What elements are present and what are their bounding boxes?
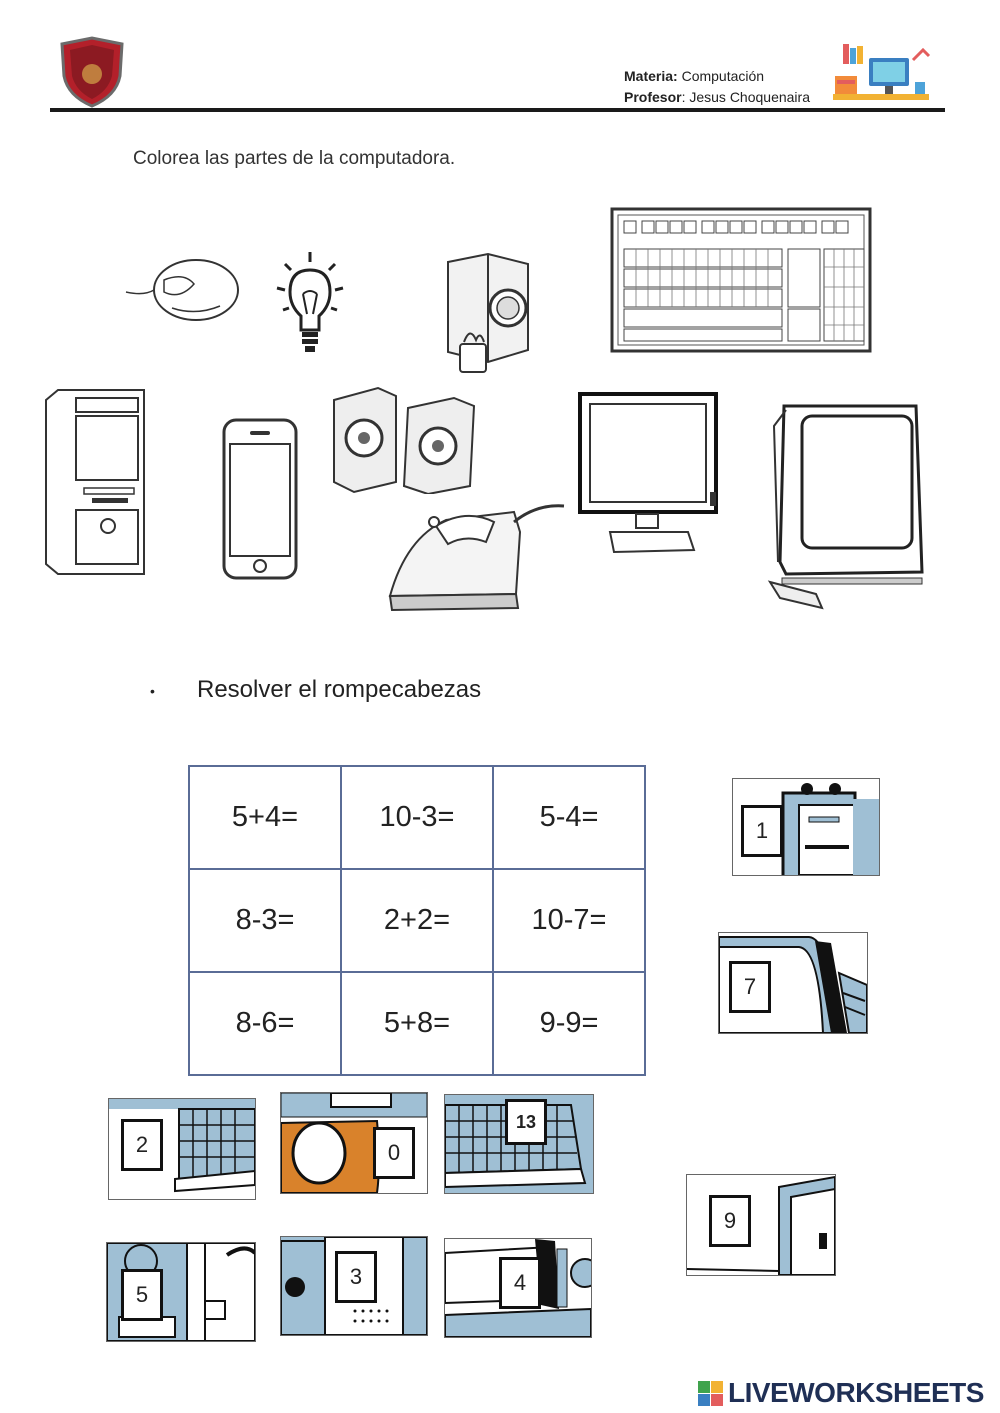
- piece-number: 2: [121, 1119, 163, 1171]
- crt-television-icon: [766, 402, 926, 616]
- header-divider: [50, 108, 945, 112]
- liveworksheets-logo-icon: [698, 1381, 724, 1407]
- computer-tower-icon: [44, 388, 146, 580]
- puzzle-row: 8-3= 2+2= 10-7=: [188, 868, 646, 973]
- subject-label: Materia:: [624, 68, 678, 84]
- piece-number: 4: [499, 1257, 541, 1309]
- speakers-icon: [330, 386, 478, 494]
- puzzle-grid: 5+4= 10-3= 5-4= 8-3= 2+2= 10-7= 8-6= 5+8…: [188, 765, 646, 1076]
- puzzle-cell[interactable]: 10-7=: [492, 868, 646, 973]
- piece-number: 13: [505, 1099, 547, 1145]
- piece-number: 7: [729, 961, 771, 1013]
- puzzle-piece-13[interactable]: 13: [444, 1094, 594, 1194]
- keyboard-icon: [610, 207, 872, 353]
- mouse-icon: [124, 252, 242, 326]
- puzzle-piece-3[interactable]: 3: [280, 1236, 428, 1336]
- piece-number: 1: [741, 805, 783, 857]
- piece-number: 5: [121, 1269, 163, 1321]
- puzzle-cell[interactable]: 5+4=: [188, 765, 342, 870]
- smartphone-icon: [222, 418, 298, 580]
- puzzle-row: 5+4= 10-3= 5-4=: [188, 765, 646, 870]
- puzzle-cell[interactable]: 5+8=: [340, 971, 494, 1076]
- piece-number: 9: [709, 1195, 751, 1247]
- bullet: •: [150, 683, 155, 699]
- puzzle-piece-9[interactable]: 9: [686, 1174, 836, 1276]
- light-bulb-icon: [275, 250, 345, 358]
- puzzle-piece-4[interactable]: 4: [444, 1238, 592, 1338]
- washing-machine-icon: [442, 250, 532, 380]
- section2-instruction: Resolver el rompecabezas: [197, 676, 482, 703]
- puzzle-piece-0[interactable]: 0: [280, 1092, 428, 1194]
- puzzle-cell[interactable]: 9-9=: [492, 971, 646, 1076]
- puzzle-piece-1[interactable]: 1: [732, 778, 880, 876]
- puzzle-cell[interactable]: 10-3=: [340, 765, 494, 870]
- flat-monitor-icon: [578, 392, 720, 556]
- teacher-value: : Jesus Choquenaira: [681, 89, 810, 105]
- teacher-label: Profesor: [624, 89, 682, 105]
- puzzle-cell[interactable]: 5-4=: [492, 765, 646, 870]
- puzzle-row: 8-6= 5+8= 9-9=: [188, 971, 646, 1076]
- puzzle-cell[interactable]: 8-3=: [188, 868, 342, 973]
- piece-number: 3: [335, 1251, 377, 1303]
- iron-icon: [386, 498, 566, 614]
- puzzle-cell[interactable]: 2+2=: [340, 868, 494, 973]
- section1-instruction: Colorea las partes de la computadora.: [133, 148, 456, 169]
- puzzle-piece-2[interactable]: 2: [108, 1098, 256, 1200]
- school-logo: [58, 36, 126, 108]
- course-info: Materia: Computación Profesor: Jesus Cho…: [624, 66, 810, 108]
- puzzle-piece-7[interactable]: 7: [718, 932, 868, 1034]
- liveworksheets-brand: LIVEWORKSHEETS: [728, 1377, 984, 1408]
- subject-value: Computación: [681, 68, 765, 84]
- puzzle-cell[interactable]: 8-6=: [188, 971, 342, 1076]
- desk-illustration-icon: [833, 40, 933, 110]
- piece-number: 0: [373, 1127, 415, 1179]
- puzzle-piece-5[interactable]: 5: [106, 1242, 256, 1342]
